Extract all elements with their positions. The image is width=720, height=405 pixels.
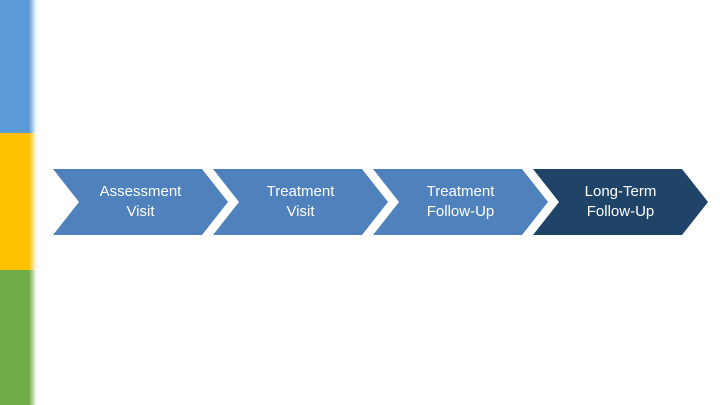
process-step-treatment-follow-up[interactable]: Treatment Follow-Up	[373, 169, 548, 235]
process-step-label: Assessment Visit	[99, 183, 182, 220]
process-step-label: Treatment Visit	[266, 183, 335, 220]
process-flow-diagram: Assessment Visit Treatment Visit Treatme…	[0, 169, 720, 235]
accent-bar-bottom-segment	[0, 270, 38, 405]
process-step-assessment-visit[interactable]: Assessment Visit	[53, 169, 228, 235]
process-step-treatment-visit[interactable]: Treatment Visit	[213, 169, 388, 235]
accent-bar-top-segment	[0, 0, 38, 133]
process-step-label: Long-Term Follow-Up	[584, 183, 657, 220]
process-step-label: Treatment Follow-Up	[426, 183, 495, 220]
process-step-long-term-follow-up[interactable]: Long-Term Follow-Up	[533, 169, 708, 235]
